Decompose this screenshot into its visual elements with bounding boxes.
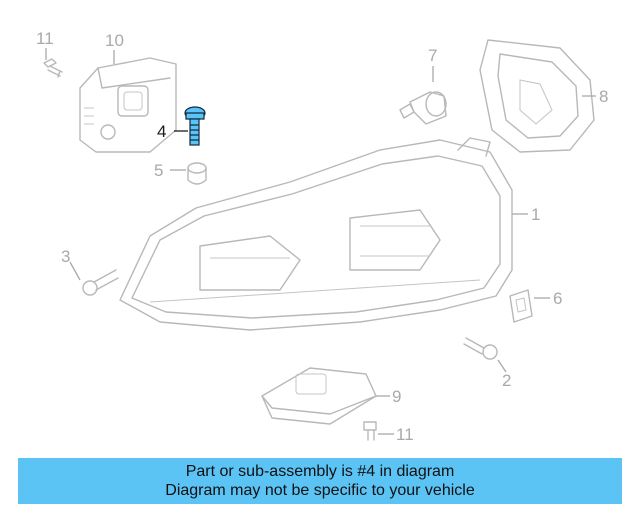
part-3-screw: [82, 269, 119, 296]
part-9-ballast: [261, 367, 377, 425]
part-8-cover: [479, 39, 595, 153]
callout-3: 3: [61, 247, 70, 266]
banner-line-1: Part or sub-assembly is #4 in diagram: [185, 463, 455, 480]
parts-diagram: 11 10 4 5 7 8 1 3 6 2 9 11: [36, 29, 608, 444]
callout-11-bottom: 11: [396, 425, 414, 444]
leader-2: [497, 359, 507, 373]
callout-1: 1: [531, 205, 540, 224]
callout-2: 2: [502, 371, 511, 390]
callout-10: 10: [105, 31, 124, 50]
callout-9: 9: [392, 387, 401, 406]
leader-3: [69, 261, 81, 281]
callout-7: 7: [428, 46, 437, 65]
banner-line-2: Diagram may not be specific to your vehi…: [165, 482, 475, 499]
part-11-bolt-bottom: [363, 421, 377, 441]
callout-6: 6: [553, 289, 562, 308]
callout-4: 4: [157, 122, 166, 141]
callout-11-top: 11: [36, 29, 54, 48]
part-4-bolt: [184, 106, 206, 146]
callout-5: 5: [154, 161, 163, 180]
part-7-bulb: [399, 91, 447, 125]
part-5-grommet: [187, 162, 207, 185]
info-banner: Part or sub-assembly is #4 in diagram Di…: [18, 458, 622, 504]
part-11-bolt-top: [43, 58, 63, 78]
part-10-module: [79, 57, 177, 153]
part-6-clip: [509, 289, 533, 323]
part-2-screw: [463, 337, 498, 360]
callout-8: 8: [599, 87, 608, 106]
part-1-headlight: [119, 137, 513, 331]
